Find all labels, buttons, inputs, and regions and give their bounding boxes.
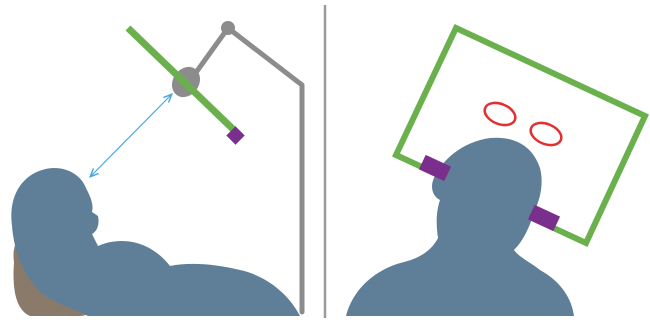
reclined-figure [11, 168, 300, 316]
eye-marker-right [527, 119, 564, 150]
left-panel [11, 21, 302, 316]
support-arm-joint [221, 21, 235, 35]
front-figure [346, 138, 574, 316]
distance-indicator [91, 95, 171, 176]
eye-marker-left [481, 99, 518, 130]
right-panel [346, 28, 645, 316]
